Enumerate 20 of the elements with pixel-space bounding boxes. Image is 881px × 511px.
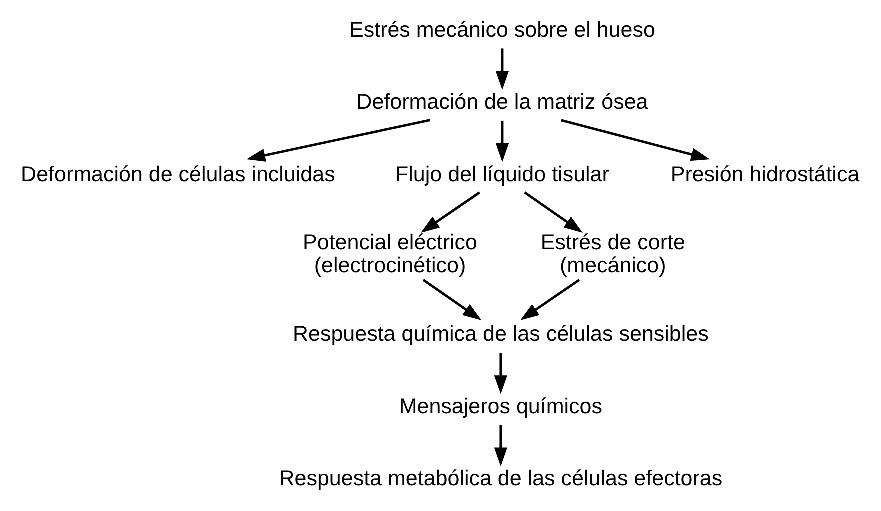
node-text: Potencial eléctrico (electrocinético) <box>302 230 478 278</box>
node-text: Estrés mecánico sobre el hueso <box>349 18 655 42</box>
node-text: Flujo del líquido tisular <box>395 162 609 186</box>
node-text: Deformación de células incluidas <box>20 162 335 186</box>
arrow <box>420 192 480 233</box>
arrow <box>524 192 582 233</box>
arrow <box>246 119 430 162</box>
node-text: Presión hidrostática <box>670 162 860 186</box>
arrow <box>422 279 482 321</box>
arrow <box>495 48 509 90</box>
node-text: Respuesta metabólica de las células efectoras <box>278 466 722 491</box>
node-text: Mensajeros químicos <box>398 394 602 418</box>
arrow <box>494 353 507 394</box>
arrow <box>494 425 507 467</box>
node-text: Deformación de la matriz ósea <box>356 90 648 114</box>
arrow <box>495 120 509 162</box>
arrow <box>520 279 580 320</box>
node-text: Respuesta química de las células sensibles <box>292 322 708 346</box>
node-text: Estrés de corte (mecánico) <box>540 230 685 278</box>
arrow <box>560 119 710 162</box>
